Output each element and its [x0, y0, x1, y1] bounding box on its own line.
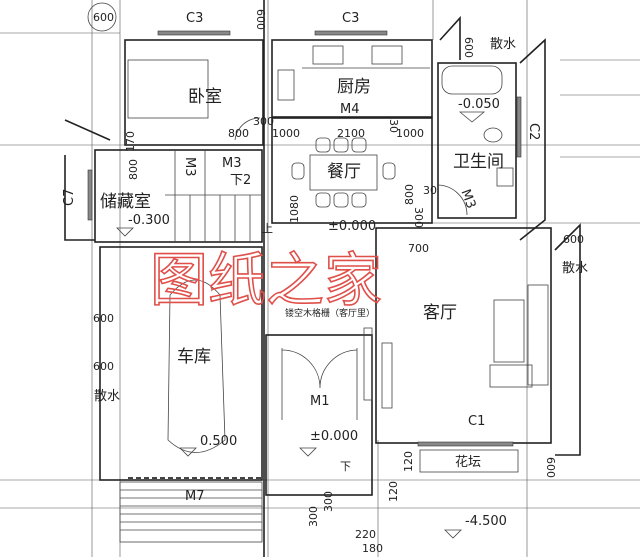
label-m4: M4 — [340, 102, 360, 117]
stairs — [165, 150, 262, 242]
window-c3-left — [157, 30, 231, 36]
screen-grille — [363, 327, 373, 401]
svg-text:700: 700 — [408, 242, 429, 255]
level-entry: ±0.000 — [310, 429, 358, 444]
sofa-icon — [527, 284, 549, 386]
door-bed — [234, 117, 261, 141]
svg-text:120: 120 — [387, 481, 400, 502]
svg-text:600: 600 — [254, 9, 267, 30]
label-m3-b: M3 — [222, 156, 242, 171]
svg-text:1000: 1000 — [396, 127, 424, 140]
sink-icon — [312, 45, 344, 65]
label-m3-c: M3 — [457, 187, 478, 210]
label-m3-a: M3 — [182, 157, 197, 177]
label-c1: C1 — [468, 414, 485, 429]
stove-icon — [277, 69, 295, 101]
window-c7 — [87, 169, 93, 221]
level-markers — [116, 111, 486, 539]
svg-text:30: 30 — [423, 184, 437, 197]
svg-text:30: 30 — [387, 119, 400, 133]
svg-text:600: 600 — [462, 37, 475, 58]
svg-text:300: 300 — [412, 207, 425, 228]
bed-icon — [127, 59, 209, 119]
door-m3-bath — [436, 184, 468, 216]
svg-text:800: 800 — [127, 159, 140, 180]
svg-text:120: 120 — [402, 451, 415, 472]
note-down: 下 — [340, 460, 351, 473]
svg-text:800: 800 — [403, 184, 416, 205]
note-apron-right: 散水 — [562, 261, 588, 276]
room-bathroom: 卫生间 — [453, 152, 504, 172]
svg-text:170: 170 — [124, 131, 137, 152]
label-c7: C7 — [62, 189, 77, 206]
level-bath: -0.050 — [458, 97, 500, 112]
svg-text:300: 300 — [322, 491, 335, 512]
toilet-icon — [483, 127, 503, 143]
window-c1 — [417, 441, 514, 447]
level-outside: -4.500 — [465, 514, 507, 529]
note-apron-left: 散水 — [94, 389, 120, 404]
level-garage: 0.500 — [200, 434, 237, 449]
label-m7: M7 — [185, 489, 205, 504]
basin-icon — [496, 167, 514, 187]
label-c3-right: C3 — [342, 11, 359, 26]
dimensions: 600 600 600 800 300 1000 2100 1000 30 80… — [93, 9, 584, 555]
room-kitchen: 厨房 — [337, 77, 371, 97]
garage-ramp — [119, 477, 263, 543]
level-dining: ±0.000 — [328, 219, 376, 234]
room-dining: 餐厅 — [327, 162, 361, 182]
dimension-circle — [87, 2, 117, 32]
note-screen: 镂空木格栅（客厅里） — [285, 307, 375, 319]
room-bedroom: 卧室 — [188, 87, 222, 107]
note-up: 上 — [262, 222, 273, 235]
bathtub-icon — [441, 65, 503, 95]
svg-text:600: 600 — [563, 233, 584, 246]
room-storage: 储藏室 — [100, 192, 151, 212]
coffee-table-icon — [493, 299, 525, 363]
svg-text:1000: 1000 — [272, 127, 300, 140]
svg-text:2100: 2100 — [337, 127, 365, 140]
room-living: 客厅 — [423, 303, 457, 323]
dining-table-icon — [309, 154, 378, 191]
svg-text:220: 220 — [355, 528, 376, 541]
label-c2: C2 — [526, 123, 541, 140]
flowerbed-label: 花坛 — [455, 454, 481, 470]
svg-text:600: 600 — [93, 11, 114, 24]
watermark: 图纸之家 — [150, 246, 382, 314]
label-c3-left: C3 — [186, 11, 203, 26]
svg-text:600: 600 — [544, 457, 557, 478]
window-c2 — [516, 96, 522, 158]
note-apron-top: 散水 — [490, 37, 516, 52]
svg-text:300: 300 — [253, 115, 274, 128]
svg-text:800: 800 — [228, 127, 249, 140]
cooktop-icon — [371, 45, 403, 65]
svg-text:1080: 1080 — [288, 195, 301, 223]
label-m1: M1 — [310, 394, 330, 409]
room-garage: 车库 — [177, 347, 211, 367]
svg-text:600: 600 — [93, 360, 114, 373]
level-storage: -0.300 — [128, 213, 170, 228]
tv-cabinet-icon — [381, 342, 393, 409]
svg-text:180: 180 — [362, 542, 383, 555]
flowerbed-box — [419, 449, 519, 473]
note-stair-down: 下2 — [230, 173, 251, 188]
svg-text:600: 600 — [93, 312, 114, 325]
window-c3-right — [314, 30, 388, 36]
svg-text:300: 300 — [307, 506, 320, 527]
door-m1 — [281, 348, 358, 420]
